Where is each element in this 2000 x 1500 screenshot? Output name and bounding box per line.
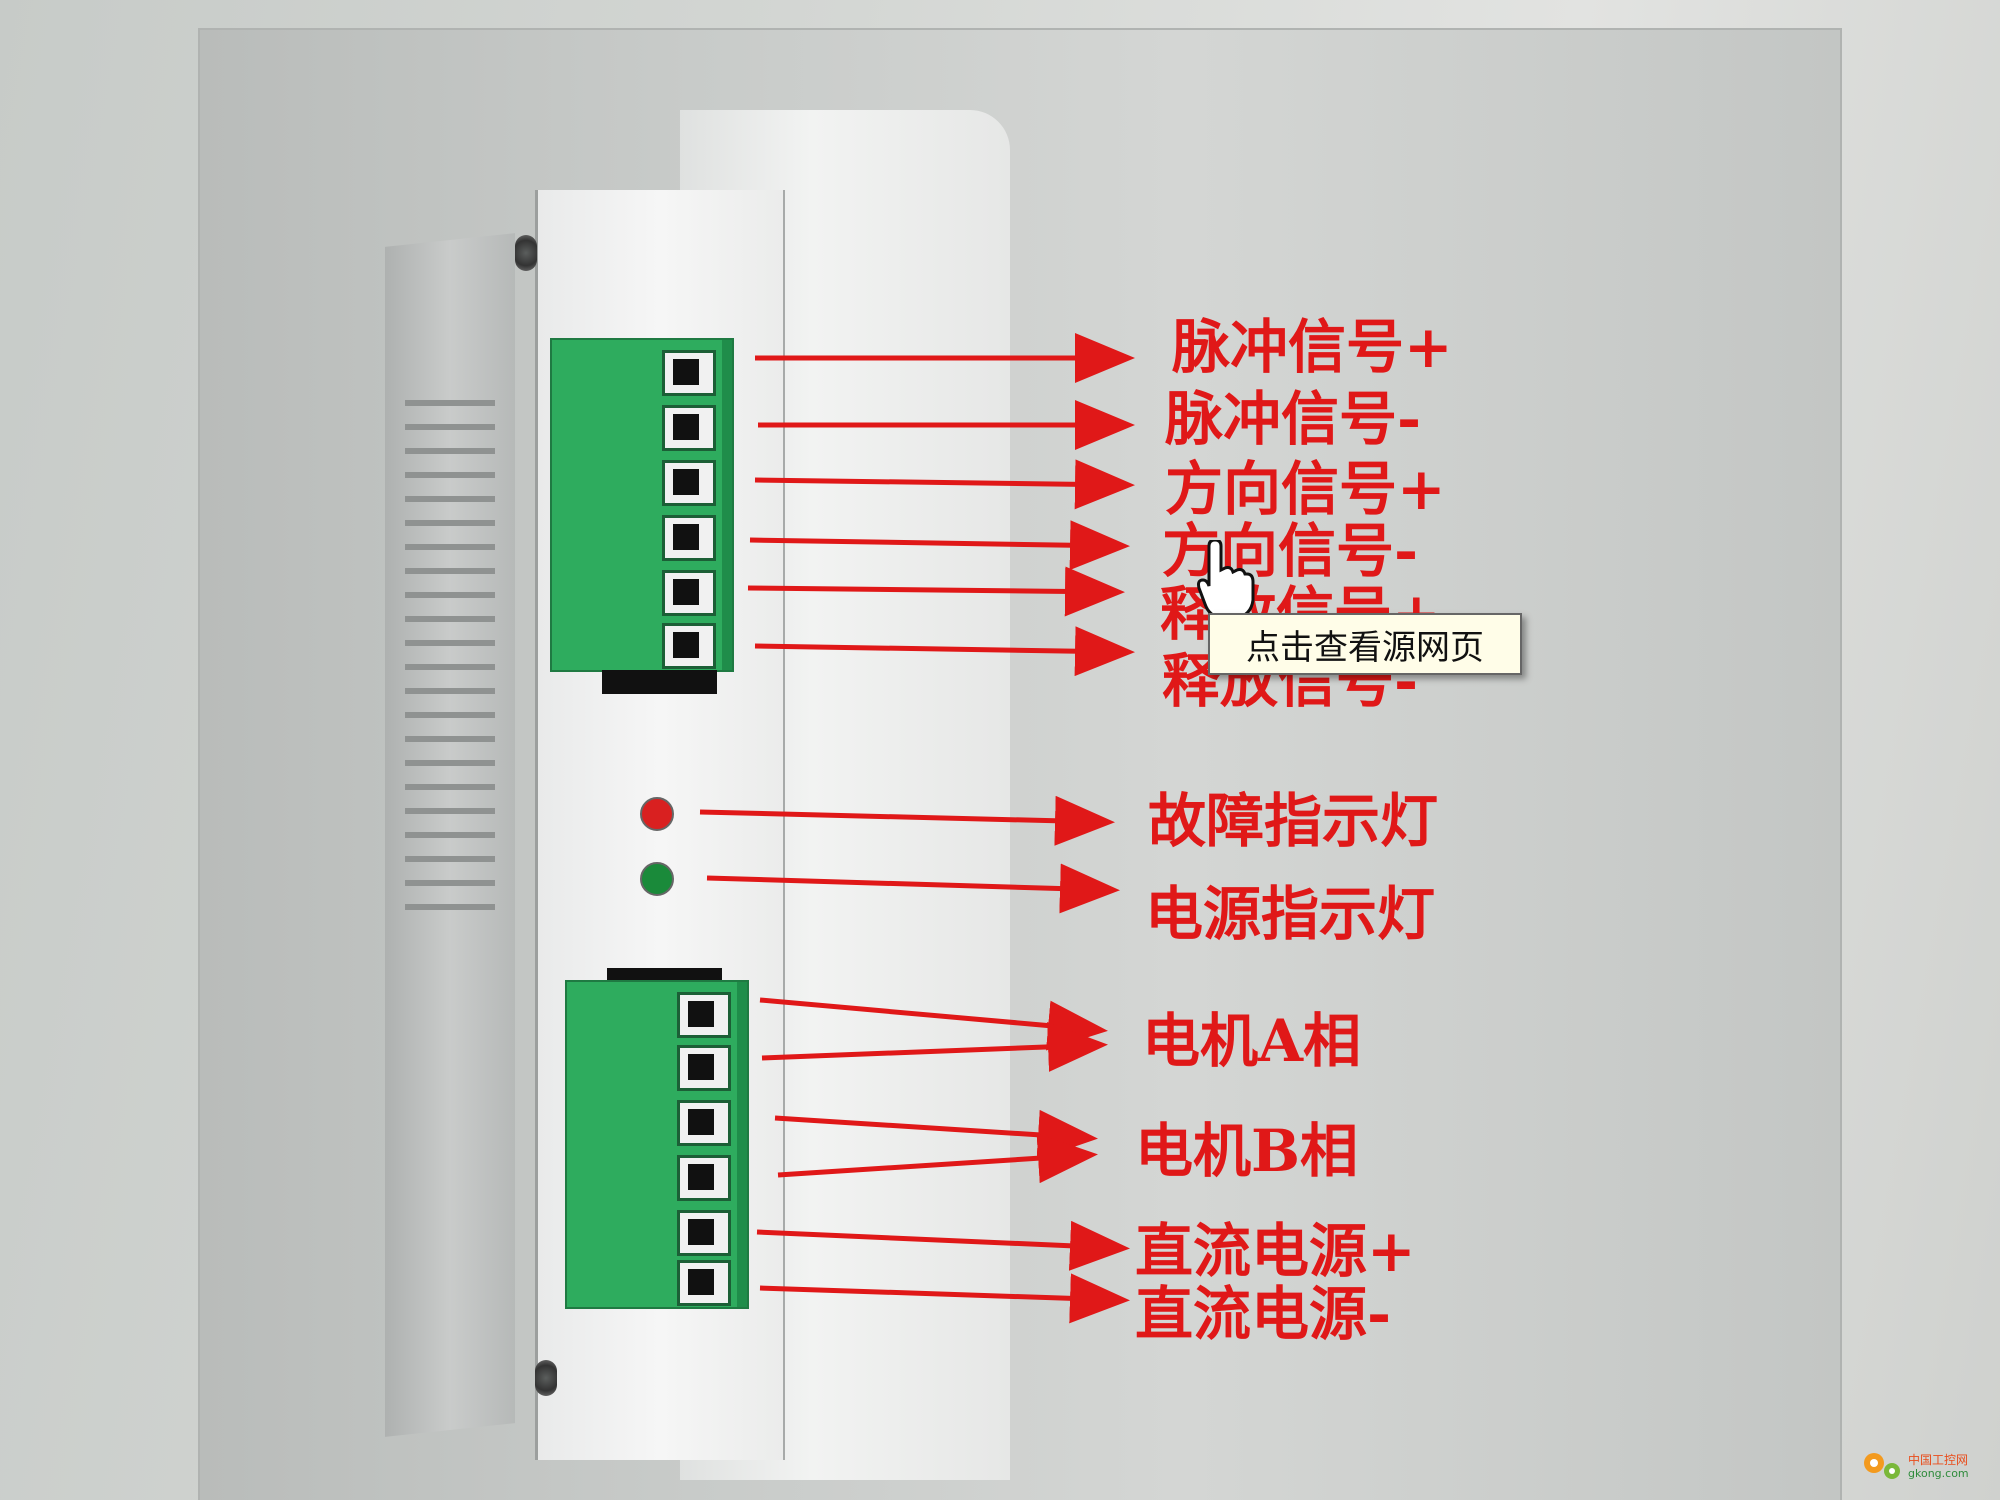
heatsink-fin [405,400,495,406]
fault-led [640,797,674,831]
label-fault-led: 故障指示灯 [1148,787,1439,855]
arrow-release-plus [747,566,1125,617]
arrow-motor-b-2 [777,1133,1098,1184]
signal-terminal-block [550,338,734,672]
terminal-slot [662,515,716,561]
heatsink-fin [405,424,495,430]
motor-power-terminal-block [565,980,749,1309]
arrow-motor-a-1 [759,997,1108,1051]
watermark-brand: 中国工控网 [1908,1453,1969,1467]
terminal-slot [677,1155,731,1201]
arrow-dir-plus [754,459,1135,510]
arrow-dir-minus [749,520,1130,571]
terminal-slot [662,405,716,451]
terminal-slot [677,992,731,1038]
tooltip: 点击查看源网页 [1208,613,1522,675]
arrow-dc-plus [756,1220,1130,1271]
arrow-fault-led [699,795,1115,846]
terminal-slot [662,570,716,616]
heatsink-fin [405,808,495,814]
arrow-dc-minus [759,1273,1130,1324]
heatsink-fin [405,904,495,910]
heatsink-fin [405,832,495,838]
terminal-slot [677,1210,731,1256]
heatsink-fin [405,760,495,766]
terminal-slot [677,1100,731,1146]
label-dc-plus: 直流电源+ [1135,1217,1416,1285]
label-power-led: 电源指示灯 [1145,880,1436,948]
heatsink-fin [405,640,495,646]
terminal-slot [677,1045,731,1091]
heatsink-fin [405,880,495,886]
heatsink-fin [405,592,495,598]
tooltip-text: 点击查看源网页 [1246,627,1484,668]
screw-top [515,235,537,271]
heatsink-fin [405,520,495,526]
heatsink-fin [405,616,495,622]
heatsink-fin [405,664,495,670]
heatsink-fin [405,688,495,694]
heatsink-fin [405,568,495,574]
label-motor-b: 电机B相 [1135,1117,1359,1185]
arrow-motor-a-2 [761,1021,1108,1072]
heatsink-fin [405,496,495,502]
terminal-base [602,670,717,694]
heatsink-fin [405,448,495,454]
heatsink-fin [405,544,495,550]
label-dir-plus: 方向信号+ [1165,455,1446,523]
terminal-slot [662,460,716,506]
watermark: 中国工控网 gkong.com [1860,1445,1990,1485]
label-dir-minus: 方向信号- [1162,517,1419,585]
label-dc-minus: 直流电源- [1135,1280,1392,1348]
heatsink-fin [405,472,495,478]
heatsink-fin [405,856,495,862]
watermark-site: gkong.com [1908,1467,1969,1480]
hand-pointer-icon [1197,540,1255,620]
power-led [640,862,674,896]
heatsink-fin [405,784,495,790]
gear-logo-icon [1864,1453,1900,1479]
terminal-slot [662,350,716,396]
heatsink-fin [405,736,495,742]
label-pulse-plus: 脉冲信号+ [1172,313,1453,381]
arrow-power-led [706,863,1120,914]
label-motor-a: 电机A相 [1142,1007,1362,1075]
terminal-slot [677,1260,731,1306]
arrow-release-minus [754,626,1135,677]
screw-bottom [535,1360,557,1396]
label-pulse-minus: 脉冲信号- [1165,385,1422,453]
arrow-motor-b-1 [774,1109,1098,1160]
heatsink-fin [405,712,495,718]
terminal-slot [662,623,716,669]
